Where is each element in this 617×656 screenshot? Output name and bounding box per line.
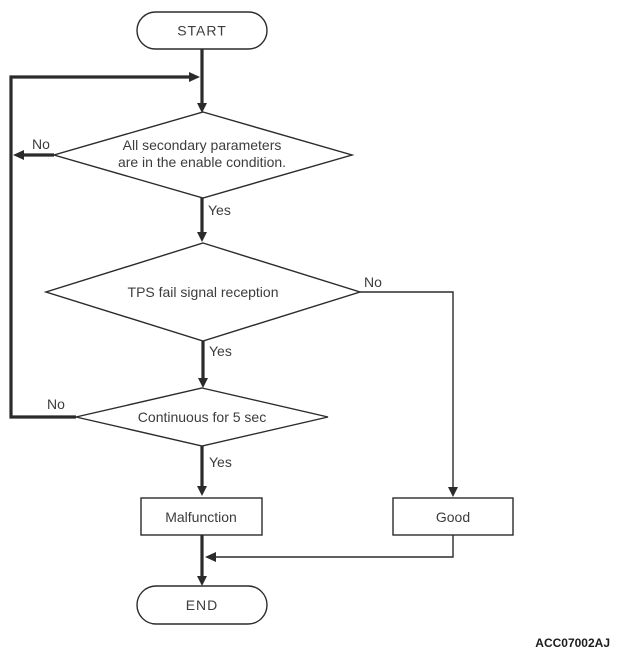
connector-line [360, 291, 454, 488]
process-label: Good [436, 509, 470, 525]
process-label: Malfunction [165, 509, 237, 525]
decision-diamond [43, 242, 363, 342]
decision-diamond [51, 111, 355, 199]
decision-label-line1: All secondary parameters [123, 137, 282, 153]
connector-line [215, 535, 454, 558]
arrow-down-icon [197, 486, 207, 496]
process-good: Good [392, 497, 514, 536]
connector-decision2-yes [198, 341, 208, 388]
process-box [392, 497, 514, 536]
connector-decision3-yes [197, 446, 207, 496]
connector-start-to-decision1 [197, 48, 207, 113]
decision-label-line2: are in the enable condition. [118, 154, 286, 170]
decision-tps-fail-signal: TPS fail signal reception [43, 242, 363, 342]
start-label: START [177, 23, 227, 39]
figure-code: ACC07002AJ [535, 636, 610, 650]
connector-line [9, 75, 190, 419]
connector-feedback-loop [9, 72, 200, 419]
end-label: END [186, 597, 219, 613]
decision-secondary-parameters: All secondary parameters are in the enab… [51, 111, 355, 199]
connector-decision1-no [13, 150, 54, 160]
edge-label-decision1-no: No [32, 136, 50, 152]
connector-decision1-yes [197, 198, 207, 242]
connector-decision2-no [360, 291, 458, 497]
decision-continuous-5-sec: Continuous for 5 sec [75, 387, 329, 447]
connector-malfunction-to-end [197, 535, 207, 586]
decision-label: Continuous for 5 sec [138, 409, 266, 425]
end-shape [136, 585, 268, 625]
process-malfunction: Malfunction [140, 497, 263, 536]
edge-label-decision3-no: No [47, 396, 65, 412]
arrow-down-icon [197, 232, 207, 242]
arrow-down-icon [197, 103, 207, 113]
edge-label-decision3-yes: Yes [209, 454, 232, 470]
arrow-left-icon [205, 552, 216, 562]
edge-label-decision2-yes: Yes [209, 343, 232, 359]
arrow-down-icon [198, 378, 208, 388]
end-node: END [136, 585, 268, 625]
start-node: START [136, 11, 268, 50]
arrow-down-icon [197, 576, 207, 586]
arrow-down-icon [448, 487, 458, 497]
arrow-left-icon [13, 150, 24, 160]
arrow-right-icon [189, 72, 200, 82]
decision-label: TPS fail signal reception [128, 284, 279, 300]
start-shape [136, 11, 268, 50]
process-box [140, 497, 263, 536]
connector-good-merge [205, 535, 454, 562]
edge-label-decision2-no: No [364, 274, 382, 290]
decision-diamond [75, 387, 329, 447]
edge-label-decision1-yes: Yes [208, 202, 231, 218]
